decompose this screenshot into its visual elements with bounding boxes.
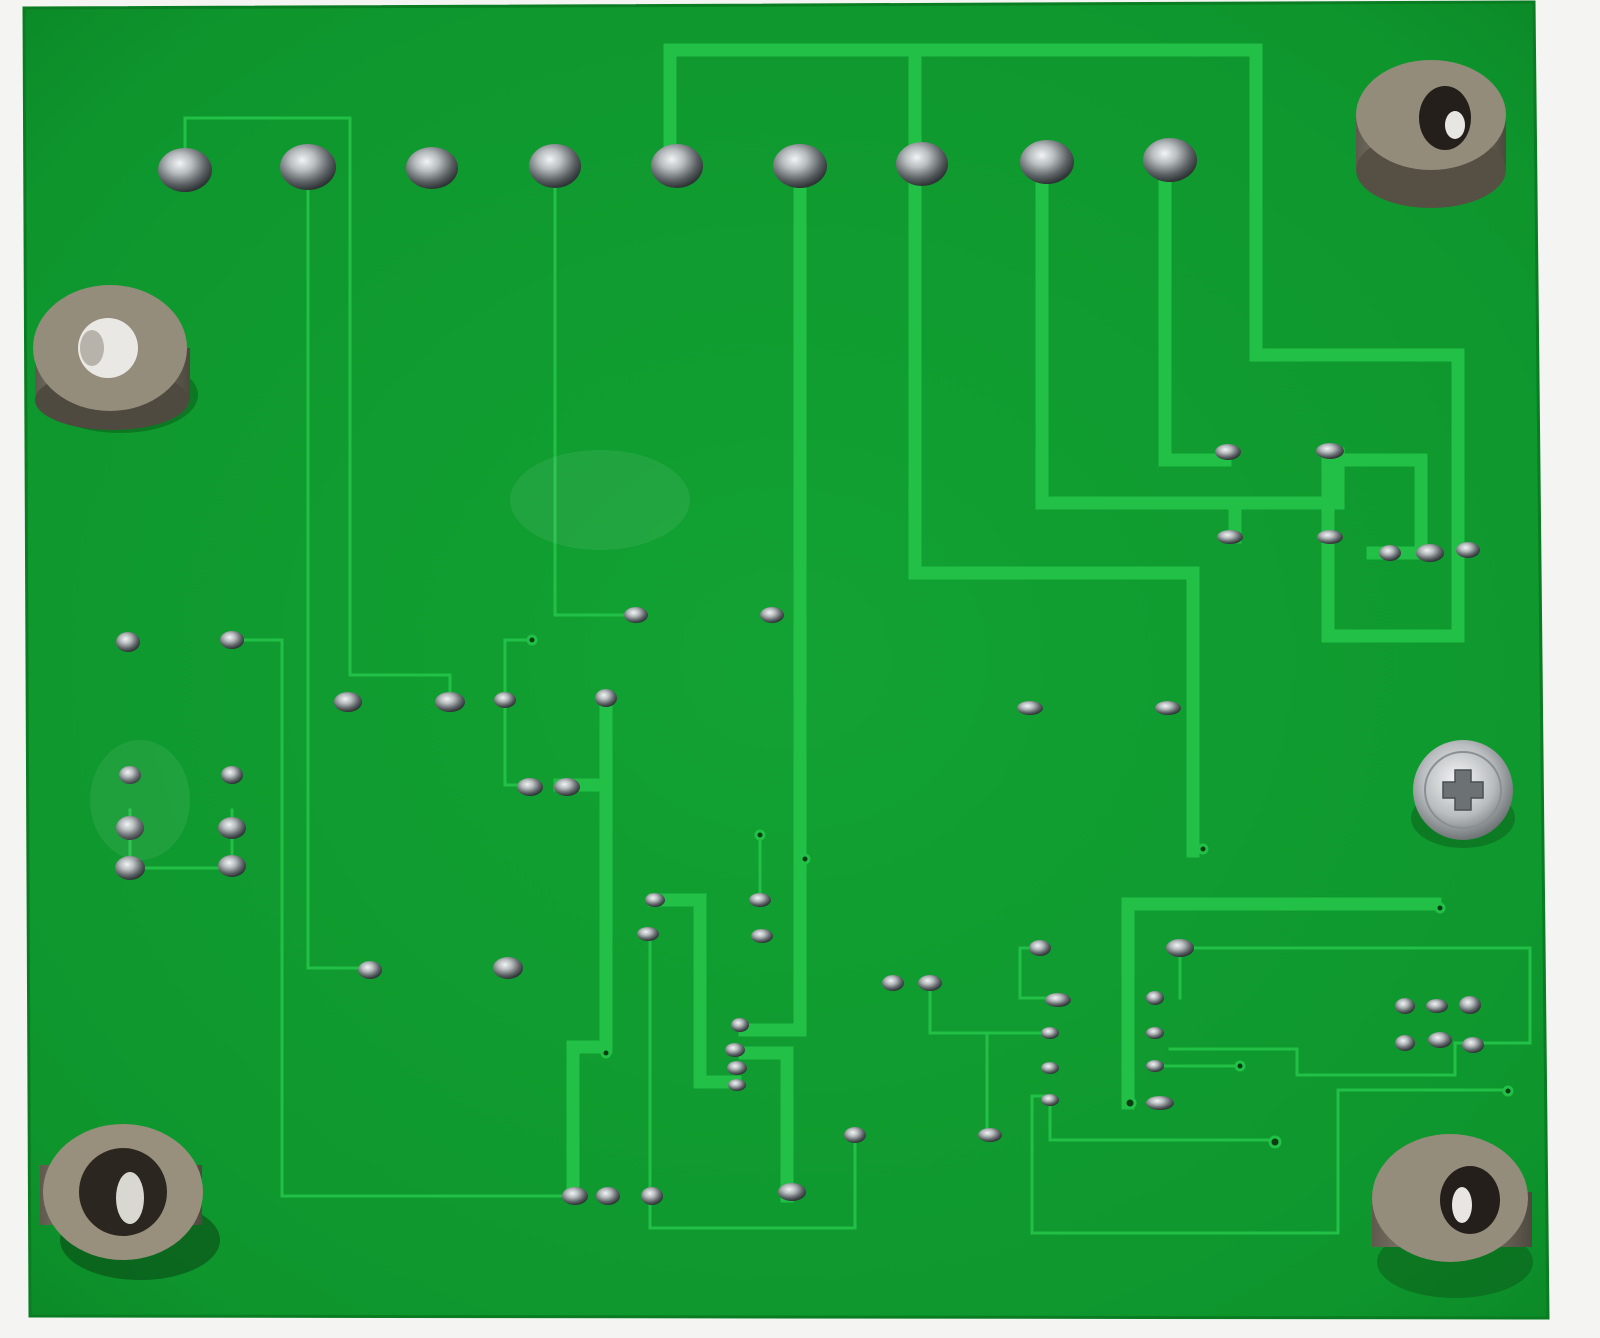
- screw-head: [1411, 740, 1515, 848]
- standoff-bottom-right: [1372, 1134, 1533, 1298]
- board-glare: [90, 450, 690, 860]
- standoff-top-right: [1356, 60, 1506, 208]
- component-solder-joints: [115, 443, 1484, 1205]
- header-solder-row: [158, 138, 1197, 192]
- vias: [526, 634, 1514, 1149]
- standoff-left: [33, 285, 198, 433]
- standoff-bottom-left: [40, 1124, 220, 1280]
- copper-traces: [128, 43, 1532, 1235]
